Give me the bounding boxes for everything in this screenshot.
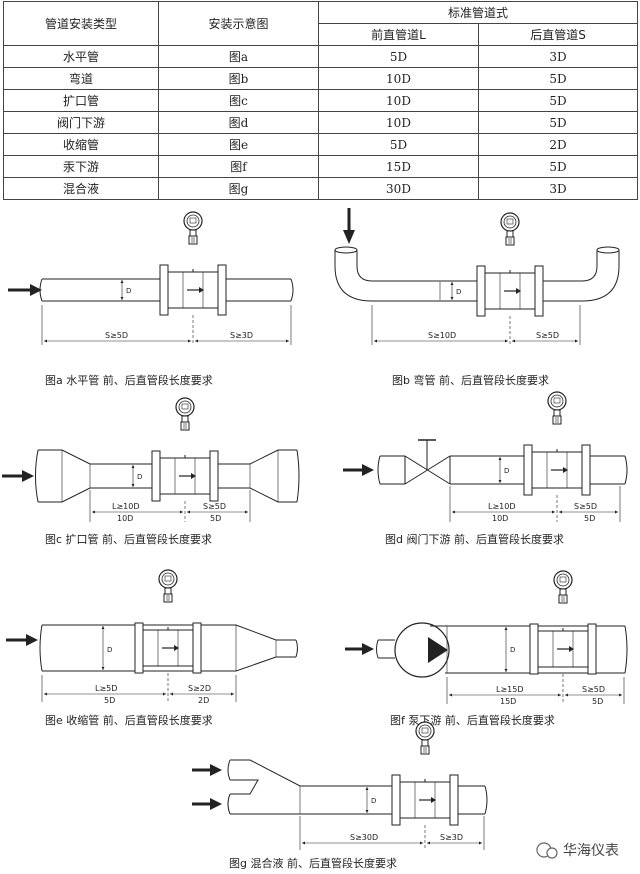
figure-f-pump-downstream: D L≥15D 15D S≥5D 5D 图f 泵下游 前、后直管段长度要求 (345, 570, 628, 727)
front-length: L≥10D (488, 502, 516, 511)
front-length: S≥30D (350, 833, 378, 842)
front-length: S≥5D (105, 331, 128, 340)
diameter-label: D (371, 797, 376, 805)
front-length: S≥10D (428, 331, 456, 340)
figure-a-horizontal-pipe: D S≥5D S≥3D 图a 水平管 前、后直管段长度要求 (8, 211, 294, 387)
back-length: S≥5D (582, 685, 605, 694)
back-min: 2D (198, 696, 209, 705)
figure-caption: 图e 收缩管 前、后直管段长度要求 (45, 713, 213, 727)
header-diagram: 安装示意图 (158, 1, 319, 46)
header-install-type: 管道安装类型 (3, 1, 159, 46)
back-length: S≥2D (188, 684, 211, 693)
figure-g-mixed-fluid: D S≥30D S≥3D 图g 混合液 前、后直管段长度要求 (192, 721, 488, 870)
diameter-label: D (137, 473, 142, 481)
diameter-label: D (126, 287, 131, 295)
figure-caption: 图g 混合液 前、后直管段长度要求 (229, 856, 397, 870)
front-min: 5D (104, 696, 115, 705)
back-min: 5D (584, 514, 595, 523)
front-length: L≥15D (496, 685, 524, 694)
back-length: S≥5D (203, 502, 226, 511)
cell-fig: 图b (158, 67, 319, 90)
cell-fig: 图g (158, 177, 319, 200)
figure-caption: 图f 泵下游 前、后直管段长度要求 (390, 713, 555, 727)
cell-back: 2D (477, 133, 639, 156)
pump-icon (394, 622, 450, 678)
watermark-text: 华海仪表 (563, 843, 619, 859)
back-length: S≥3D (230, 331, 253, 340)
back-length: S≥5D (574, 502, 597, 511)
diameter-label: D (107, 646, 112, 654)
figure-e-contraction-pipe: D L≥5D 5D S≥2D 2D 图e 收缩管 前、后直管段长度要求 (6, 569, 298, 727)
figure-caption: 图b 弯管 前、后直管段长度要求 (392, 373, 549, 387)
front-length: L≥10D (112, 502, 140, 511)
front-min: 15D (500, 697, 516, 706)
header-back-pipe: 后直管道S (477, 23, 639, 46)
figure-c-expansion-pipe: D L≥10D 10D S≥5D 5D 图c 扩口管 前、后直管段长度要求 (2, 397, 300, 546)
back-min: 5D (210, 514, 221, 523)
front-min: 10D (117, 514, 133, 523)
cell-back: 3D (477, 177, 639, 200)
watermark: 华海仪表 (536, 842, 619, 859)
figure-caption: 图a 水平管 前、后直管段长度要求 (45, 373, 213, 387)
figure-caption: 图d 阀门下游 前、后直管段长度要求 (385, 532, 564, 546)
front-min: 10D (492, 514, 508, 523)
front-length: L≥5D (95, 684, 117, 693)
figure-caption: 图c 扩口管 前、后直管段长度要求 (45, 532, 212, 546)
back-min: 5D (592, 697, 603, 706)
figure-d-valve-downstream: D L≥10D 10D S≥5D 5D 图d 阀门下游 前、后直管段长度要求 (343, 391, 628, 546)
back-length: S≥5D (536, 331, 559, 340)
diameter-label: D (504, 467, 509, 475)
back-length: S≥3D (440, 833, 463, 842)
diameter-label: D (456, 288, 461, 296)
figure-b-elbow: D S≥10D S≥5D 图b 弯管 前、后直管段长度要求 (334, 208, 620, 387)
diameter-label: D (510, 646, 515, 654)
